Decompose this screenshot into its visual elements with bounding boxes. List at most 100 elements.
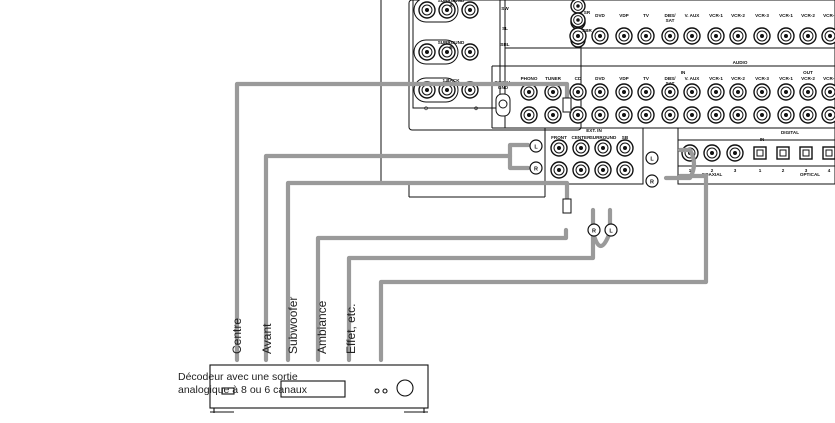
video-jack[interactable] <box>637 27 655 45</box>
speaker-terminal-label: B <box>449 45 453 50</box>
plug-letter: R <box>592 229 596 235</box>
ext-in-jack-upper[interactable] <box>550 139 568 157</box>
audio-jack-upper[interactable] <box>799 83 817 101</box>
audio-jack-upper[interactable] <box>544 83 562 101</box>
ext-in-jack-label: SB <box>622 135 629 140</box>
audio-jack-upper[interactable] <box>615 83 633 101</box>
video-jack[interactable] <box>683 27 701 45</box>
audio-in-label: IN <box>681 70 686 75</box>
video-jack[interactable] <box>753 27 771 45</box>
video-jack[interactable] <box>661 27 679 45</box>
audio-jack-upper[interactable] <box>569 83 587 101</box>
speaker-terminal-label: SURROUND <box>438 0 465 3</box>
coaxial-jack[interactable] <box>726 144 744 162</box>
video-jack-label: DVD <box>595 13 605 18</box>
signal-gnd-terminal[interactable] <box>495 93 511 117</box>
ext-in-jack-upper[interactable] <box>594 139 612 157</box>
audio-jack-label: V. AUX <box>685 76 701 81</box>
video-jack[interactable] <box>570 12 586 28</box>
cable-label-group: Centre Avant Subwoofer Ambiance Effet, e… <box>230 297 358 354</box>
video-jack[interactable] <box>707 27 725 45</box>
video-jack[interactable] <box>591 27 609 45</box>
video-jack[interactable] <box>729 27 747 45</box>
cable-label-effet: Effet, etc. <box>344 304 358 354</box>
optical-jack[interactable] <box>799 146 813 160</box>
ext-in-jack-lower[interactable] <box>572 161 590 179</box>
ext-in-jack-lower[interactable] <box>616 161 634 179</box>
audio-jack-label: VDP <box>619 76 628 81</box>
audio-jack-lower[interactable] <box>777 106 795 124</box>
plug-letter: L <box>609 229 613 235</box>
video-jack[interactable] <box>777 27 795 45</box>
optical-jack[interactable] <box>822 146 835 160</box>
ext-in-header: EXT. IN <box>586 128 602 133</box>
audio-jack-lower[interactable] <box>520 106 538 124</box>
audio-jack-lower[interactable] <box>661 106 679 124</box>
rca-plug-body <box>562 198 572 214</box>
plug-letter: L <box>534 145 538 151</box>
audio-header: AUDIO <box>733 60 748 65</box>
audio-jack-lower[interactable] <box>799 106 817 124</box>
audio-jack-lower[interactable] <box>753 106 771 124</box>
audio-jack-upper[interactable] <box>520 83 538 101</box>
audio-jack-lower[interactable] <box>544 106 562 124</box>
rca-plug: R <box>529 161 543 175</box>
audio-jack-upper[interactable] <box>777 83 795 101</box>
speaker-terminal-left[interactable] <box>418 1 436 19</box>
cable-centre <box>234 81 570 363</box>
audio-jack-upper[interactable] <box>821 83 835 101</box>
audio-jack-lower[interactable] <box>615 106 633 124</box>
ext-in-jack-upper[interactable] <box>572 139 590 157</box>
audio-jack-upper[interactable] <box>661 83 679 101</box>
speaker-terminal-right[interactable] <box>438 1 456 19</box>
optical-jack[interactable] <box>753 146 767 160</box>
audio-jack-lower[interactable] <box>569 106 587 124</box>
coaxial-jack[interactable] <box>703 144 721 162</box>
audio-jack-lower[interactable] <box>591 106 609 124</box>
ext-in-jack-label: SURROUND <box>590 135 617 140</box>
audio-jack-upper[interactable] <box>637 83 655 101</box>
optical-jack[interactable] <box>776 146 790 160</box>
cable-avant-r <box>507 153 531 171</box>
digital-number: 2 <box>711 168 714 173</box>
audio-jack-upper[interactable] <box>729 83 747 101</box>
ext-in-jack-lower[interactable] <box>550 161 568 179</box>
ext-in-jack-label: CENTER <box>572 135 592 140</box>
ext-in-jack-label: FRONT <box>551 135 567 140</box>
speaker-terminal-left[interactable] <box>418 43 436 61</box>
audio-jack-upper[interactable] <box>753 83 771 101</box>
video-jack[interactable] <box>821 27 835 45</box>
video-jack[interactable] <box>799 27 817 45</box>
cable-label-avant: Avant <box>260 323 274 354</box>
video-jack[interactable] <box>615 27 633 45</box>
audio-jack-label: PHONO <box>521 76 538 81</box>
audio-jack-lower[interactable] <box>707 106 725 124</box>
speaker-terminal-jack[interactable] <box>461 1 479 19</box>
cable-label-centre: Centre <box>230 318 244 354</box>
speaker-terminal-right[interactable] <box>438 43 456 61</box>
audio-jack-lower[interactable] <box>729 106 747 124</box>
audio-jack-lower[interactable] <box>821 106 835 124</box>
decoder-caption-line-1: Décodeur avec une sortie <box>178 371 298 383</box>
audio-jack-upper[interactable] <box>591 83 609 101</box>
minus-symbol: ⊖ <box>424 106 429 112</box>
signal-gnd-label: GND <box>498 85 509 90</box>
audio-jack-upper[interactable] <box>683 83 701 101</box>
plug-letter: R <box>534 167 538 173</box>
audio-jack-label: VCR-2 <box>731 76 745 81</box>
ext-in-jack-lower[interactable] <box>594 161 612 179</box>
speaker-terminal-jack[interactable] <box>461 43 479 61</box>
ext-in-jack-upper[interactable] <box>616 139 634 157</box>
speaker-terminal-label: SURROUND <box>438 40 465 45</box>
receiver-back-panel <box>380 0 835 198</box>
audio-jack-upper[interactable] <box>707 83 725 101</box>
preout-label: SBR <box>582 28 592 33</box>
preout-label: SL <box>502 26 508 31</box>
audio-jack-label: DVD <box>595 76 605 81</box>
plug-letter: L <box>650 157 654 163</box>
audio-jack-lower[interactable] <box>683 106 701 124</box>
video-jack[interactable] <box>569 27 587 45</box>
audio-jack-label: SAT <box>666 81 675 86</box>
audio-jack-lower[interactable] <box>637 106 655 124</box>
